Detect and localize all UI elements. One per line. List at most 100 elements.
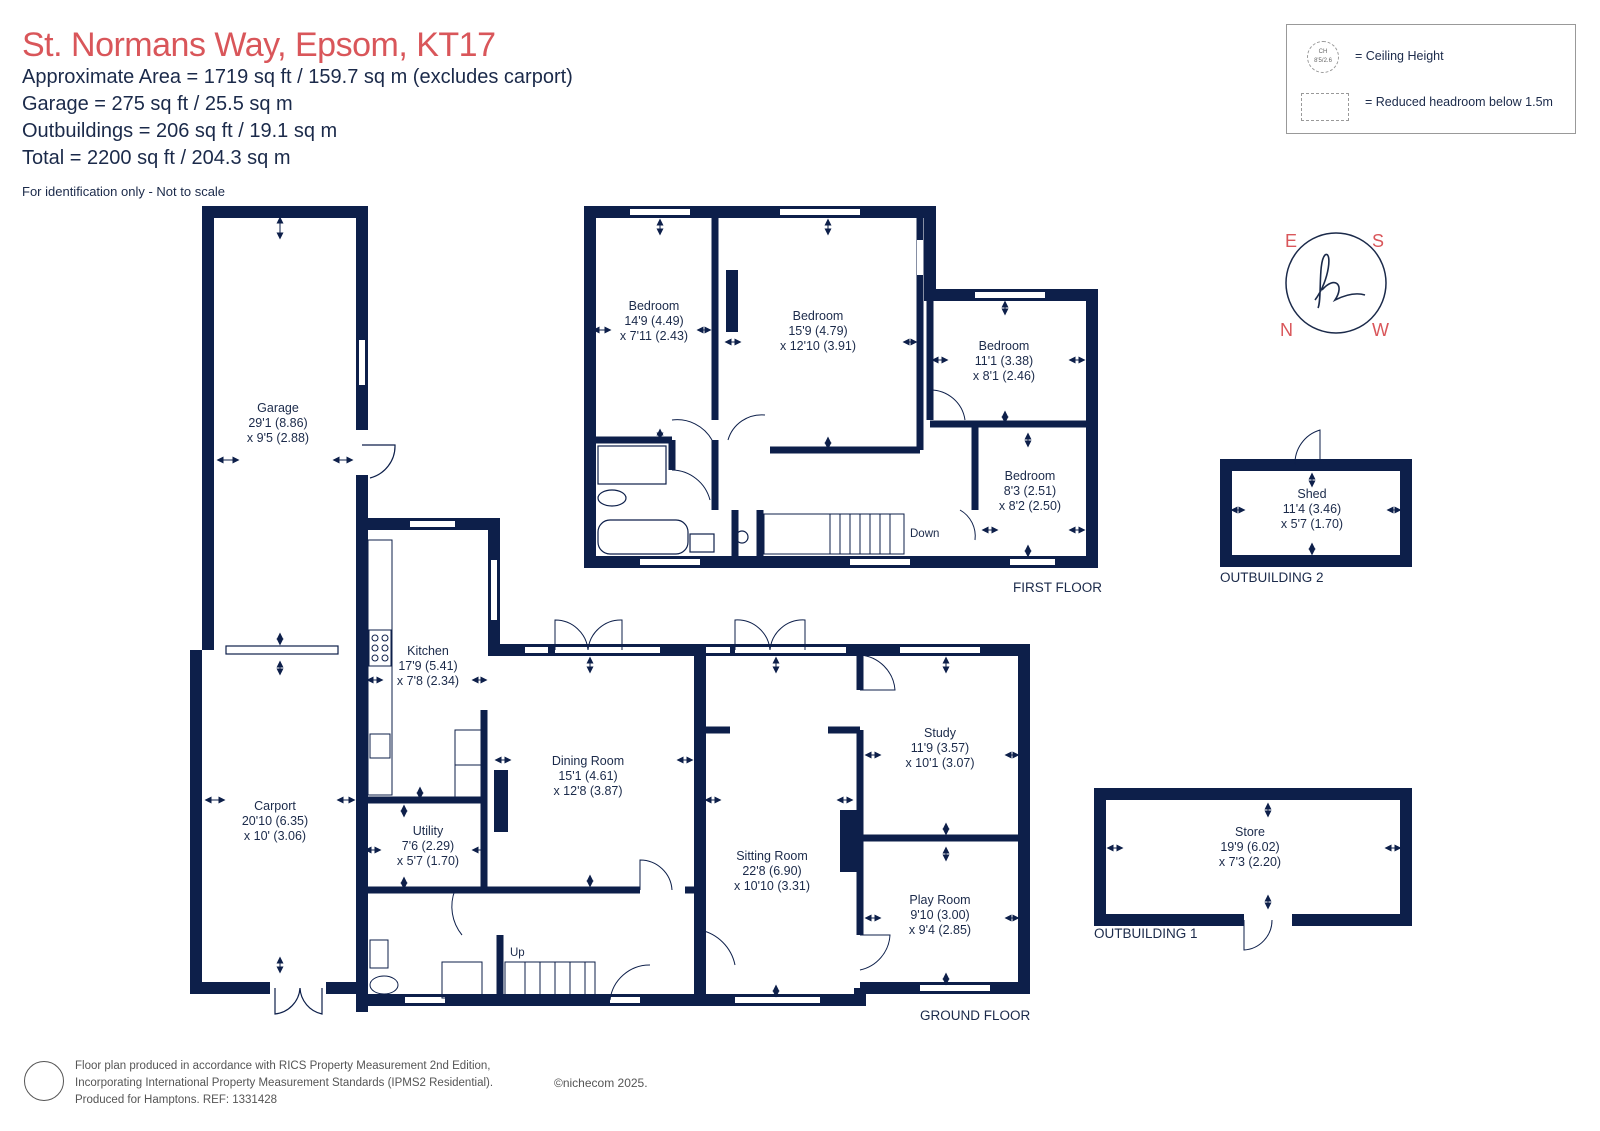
- sitting-name: Sitting Room: [736, 849, 808, 863]
- stairs-down-label: Down: [910, 528, 939, 540]
- dining-dim2: x 12'8 (3.87): [553, 784, 622, 798]
- cloakroom-basin-icon: [369, 939, 389, 969]
- hob-icon: [368, 629, 392, 667]
- cylinder-icon: [735, 530, 749, 544]
- first-floor-label: FIRST FLOOR: [1013, 580, 1102, 595]
- store-dim2: x 7'3 (2.20): [1219, 855, 1281, 869]
- bed4-dim2: x 8'2 (2.50): [999, 499, 1061, 513]
- ground-floor-label: GROUND FLOOR: [920, 1008, 1031, 1023]
- ch-badge: CH: [1318, 49, 1328, 55]
- garage-dim2: x 9'5 (2.88): [247, 431, 309, 445]
- basin-icon: [689, 533, 715, 553]
- property-title: St. Normans Way, Epsom, KT17: [22, 26, 496, 64]
- ch-value: 8'5/2.6: [1314, 58, 1332, 64]
- kitchen-dim2: x 7'8 (2.34): [397, 674, 459, 688]
- bed2-dim2: x 12'10 (3.91): [780, 339, 856, 353]
- first-floor-windows: [630, 209, 1055, 565]
- play-dim2: x 9'4 (2.85): [909, 923, 971, 937]
- cloakroom-toilet-icon: [369, 975, 399, 995]
- study-dim2: x 10'1 (3.07): [905, 756, 974, 770]
- garage-door: [225, 444, 396, 1015]
- total-area: Total = 2200 sq ft / 204.3 sq m: [22, 147, 291, 169]
- outbuilding-walls: [1094, 459, 1412, 926]
- garage-dim1: 29'1 (8.86): [248, 416, 307, 430]
- bed4-name: Bedroom: [1005, 469, 1056, 483]
- ceiling-height-icon: CH 8'5/2.6: [1307, 41, 1339, 73]
- chimney-breasts: [494, 270, 860, 872]
- bath-icon: [597, 519, 689, 555]
- sink-icon: [369, 733, 391, 759]
- garage-area: Garage = 275 sq ft / 25.5 sq m: [22, 93, 293, 115]
- sitting-dim2: x 10'10 (3.31): [734, 879, 810, 893]
- utility-dim2: x 5'7 (1.70): [397, 854, 459, 868]
- carport-dim1: 20'10 (6.35): [242, 814, 308, 828]
- compass-e: E: [1285, 231, 1297, 251]
- bed3-dim2: x 8'1 (2.46): [973, 369, 1035, 383]
- kitchen-dim1: 17'9 (5.41): [398, 659, 457, 673]
- toilet-icon: [597, 489, 627, 507]
- bed1-name: Bedroom: [629, 299, 680, 313]
- compass-w: W: [1372, 320, 1389, 340]
- monogram-icon: [1314, 253, 1366, 309]
- shed-dim2: x 5'7 (1.70): [1281, 517, 1343, 531]
- dining-dim1: 15'1 (4.61): [558, 769, 617, 783]
- play-name: Play Room: [909, 893, 970, 907]
- cloakroom-shower-icon: [441, 961, 483, 999]
- bed2-dim1: 15'9 (4.79): [788, 324, 847, 338]
- bed4-dim1: 8'3 (2.51): [1004, 484, 1056, 498]
- garage-walls: [190, 206, 368, 1012]
- outbuildings-area: Outbuildings = 206 sq ft / 19.1 sq m: [22, 120, 338, 142]
- bed3-name: Bedroom: [979, 339, 1030, 353]
- shed-name: Shed: [1297, 487, 1326, 501]
- nichecom-logo-icon: [24, 1061, 64, 1101]
- compass-n: N: [1280, 320, 1293, 340]
- bed2-name: Bedroom: [793, 309, 844, 323]
- study-dim1: 11'9 (3.57): [911, 741, 969, 755]
- garage-name: Garage: [257, 401, 299, 415]
- outbuilding-doors: [1243, 429, 1321, 951]
- legend: CH 8'5/2.6 = Ceiling Height = Reduced he…: [1286, 24, 1576, 134]
- reduced-headroom-label: = Reduced headroom below 1.5m: [1365, 95, 1553, 109]
- study-name: Study: [924, 726, 957, 740]
- stairs-up-label: Up: [510, 947, 525, 959]
- scale-note: For identification only - Not to scale: [22, 184, 226, 199]
- utility-dim1: 7'6 (2.29): [402, 839, 454, 853]
- compass: E S N W: [1280, 231, 1389, 340]
- first-floor-stairs: [763, 513, 905, 555]
- compass-circle: [1285, 232, 1387, 334]
- reduced-headroom-icon: [1301, 93, 1349, 121]
- approx-area: Approximate Area = 1719 sq ft / 159.7 sq…: [22, 66, 573, 88]
- shed-dim1: 11'4 (3.46): [1283, 502, 1341, 516]
- ground-floor-stairs: [504, 961, 596, 997]
- outbuilding1-label: OUTBUILDING 1: [1094, 926, 1198, 941]
- ground-floor-windows: [405, 521, 990, 1003]
- compass-s: S: [1372, 231, 1384, 251]
- first-floor-doors: [671, 389, 976, 541]
- store-dim1: 19'9 (6.02): [1220, 840, 1279, 854]
- first-floor-walls: [584, 206, 1098, 568]
- footer-line-1: Floor plan produced in accordance with R…: [75, 1060, 491, 1072]
- utility-name: Utility: [413, 824, 444, 838]
- dimension-arrows: [204, 216, 1402, 998]
- play-dim1: 9'10 (3.00): [910, 908, 969, 922]
- carport-dim2: x 10' (3.06): [244, 829, 306, 843]
- first-floor-bathroom: [597, 445, 749, 555]
- copyright: ©nichecom 2025.: [554, 1076, 648, 1090]
- bed1-dim1: 14'9 (4.49): [624, 314, 683, 328]
- bed1-dim2: x 7'11 (2.43): [620, 329, 688, 343]
- ceiling-height-label: = Ceiling Height: [1355, 49, 1444, 63]
- ground-floor-doors: [451, 619, 896, 1001]
- footer-text: Floor plan produced in accordance with R…: [75, 1058, 493, 1109]
- footer-line-3: Produced for Hamptons. REF: 1331428: [75, 1094, 278, 1106]
- sitting-dim1: 22'8 (6.90): [742, 864, 801, 878]
- shower-tray-icon: [597, 445, 667, 485]
- bed3-dim1: 11'1 (3.38): [975, 354, 1033, 368]
- footer-line-2: Incorporating International Property Mea…: [75, 1077, 494, 1089]
- kitchen-name: Kitchen: [407, 644, 449, 658]
- kitchen-fittings: [367, 539, 484, 999]
- ground-floor-partitions: [362, 650, 1024, 1000]
- carport-name: Carport: [254, 799, 296, 813]
- outbuilding2-label: OUTBUILDING 2: [1220, 570, 1324, 585]
- room-labels: Garage 29'1 (8.86) x 9'5 (2.88) Carport …: [242, 299, 1343, 937]
